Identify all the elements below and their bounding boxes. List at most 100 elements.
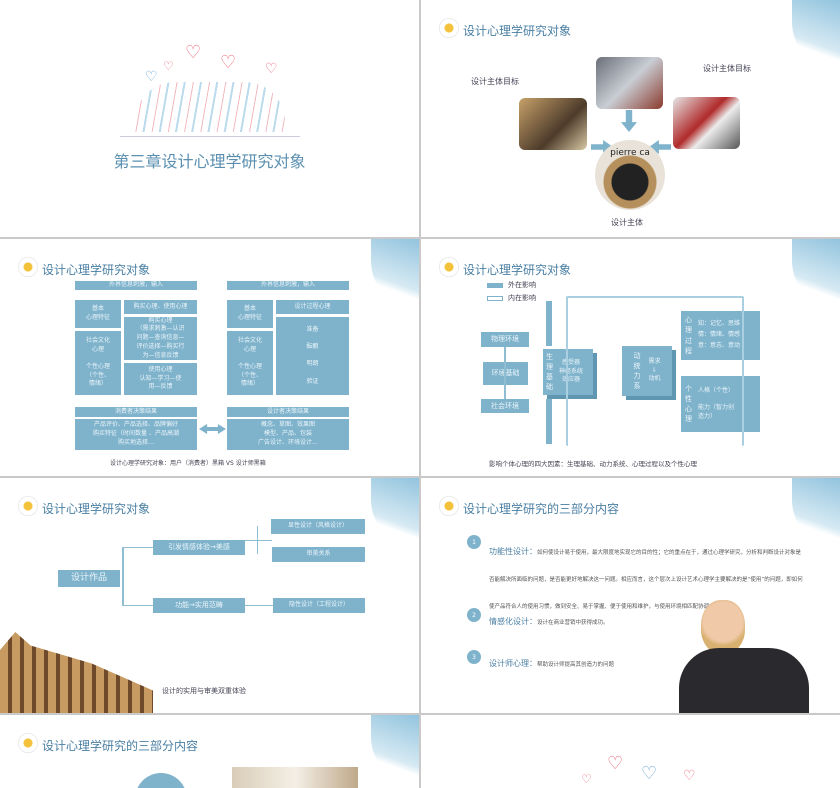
- heart-icon: ♡: [265, 61, 278, 77]
- daisy-icon: [18, 257, 38, 277]
- down-arrow-icon: ⇩: [651, 366, 657, 374]
- daisy-icon: [18, 733, 38, 753]
- arrow-down: [621, 110, 637, 132]
- number-badge: 2: [467, 608, 481, 622]
- node-aesthetic: 审美关系: [272, 547, 365, 562]
- number-badge: 1: [467, 535, 481, 549]
- box-consumer-output: 产品评价、产品选择、品牌偏好 购买特征（时间数量 、产品高潮 购买地选择…: [75, 419, 197, 450]
- item-body: 设计在商业营销中获得成功。: [537, 620, 609, 626]
- box-input: 外界信息刺激，输入: [75, 281, 197, 290]
- slide-7[interactable]: 设计心理学研究的三部分内容: [0, 715, 419, 788]
- caption: 影响个体心理的四大因素：生理基础、动力系统、心理过程以及个性心理: [489, 460, 697, 468]
- daisy-icon: [439, 18, 459, 38]
- photo-shopping: [519, 98, 587, 150]
- daisy-icon: [439, 496, 459, 516]
- heart-icon: ♡: [185, 42, 202, 63]
- daisy-icon: [18, 496, 38, 516]
- box-basic: 基本 心理特征: [75, 300, 121, 328]
- item-body: 如何使设计易于使用，最大限度地实现它的目的性；它的重点在于，通过心理学研究，分析…: [489, 550, 803, 611]
- slide-2[interactable]: 设计心理学研究对象 设计主体目标 设计主体目标 pierre ca 设计主体: [421, 0, 840, 237]
- caption: 设计的实用与审美双重体验: [162, 687, 246, 695]
- caption: 设计心理学研究对象：用户（消费者）黑箱 VS 设计师黑箱: [110, 460, 266, 467]
- slide-4[interactable]: 设计心理学研究对象 外在影响 内在影响 物理环境 环境基础 社会环境 生 理 基…: [421, 239, 840, 476]
- slide-title: 设计心理学研究对象: [463, 263, 572, 277]
- slide-title: 第三章设计心理学研究对象: [113, 152, 306, 171]
- box-physiological: 生 理 基 础 感受器 神经系统 效应器: [543, 349, 593, 395]
- item-body: 帮助设计师提高其创造力的问题: [537, 662, 615, 668]
- connector: [122, 547, 153, 548]
- loop-connector: [566, 296, 744, 446]
- photo-car-driver: [596, 57, 663, 109]
- divider: [120, 136, 300, 137]
- slide-1[interactable]: ♡ ♡ ♡ ♡ ♡ 第三章设计心理学研究对象: [0, 0, 419, 237]
- label: 动 统 力 系: [633, 351, 641, 391]
- box-buy-use: 购买心理、使用心理: [124, 300, 197, 314]
- connector: [245, 540, 272, 541]
- need: 需求: [648, 357, 661, 365]
- content-item: 功能性设计：如何使设计易于使用，最大限度地实现它的目的性；它的重点在于，通过心理…: [489, 535, 804, 617]
- box-designer-result: 设计者决策结果: [227, 407, 349, 417]
- box-power-system: 动 统 力 系 需求⇩动机: [622, 346, 672, 396]
- slide-title: 设计心理学研究对象: [42, 263, 151, 277]
- slide-6[interactable]: 设计心理学研究的三部分内容 1 功能性设计：如何使设计易于使用，最大限度地实现它…: [421, 478, 840, 713]
- need-motive: 需求⇩动机: [648, 358, 660, 384]
- label-target-right: 设计主体目标: [703, 64, 751, 73]
- box-designer-output: 概念、草图、效果图 模型、产品、包装 广告设计、环境设计…: [227, 419, 349, 450]
- box-social-env: 社会环境: [481, 399, 529, 413]
- box-social: 社会文化 心理 个性心理 （个性、 情绪）: [227, 331, 273, 395]
- items: 人格（个性） 能力（智力创 造力）: [698, 386, 735, 420]
- content-item: 情感化设计：设计在商业营销中获得成功。: [489, 609, 609, 628]
- box-stages: 准备 酝酿 明朗 验证: [276, 317, 349, 395]
- label: 个 性 心 理: [685, 384, 692, 424]
- hollow-arrow-icon: [487, 296, 503, 301]
- slide-title: 设计心理学研究的三部分内容: [42, 739, 199, 753]
- node-emotion: 引发情感体验→美感: [153, 540, 245, 555]
- connector: [504, 347, 506, 399]
- label: 生 理 基 础: [546, 352, 553, 392]
- heart-icon: ♡: [145, 69, 158, 85]
- label: 心 理 过 程: [685, 316, 692, 355]
- hands-hearts-illustration: ♡ ♡ ♡ ♡ ♡: [125, 42, 295, 134]
- hands-drawing: [135, 82, 285, 132]
- box-physical-env: 物理环境: [481, 332, 529, 347]
- feather-decoration: [792, 0, 840, 70]
- slide-title: 设计心理学研究对象: [463, 24, 572, 38]
- slide-8[interactable]: ♡ ♡ ♡ ♡: [421, 715, 840, 788]
- box-use: 使用心理 认知—学习—使 用—反馈: [124, 363, 197, 395]
- motive: 动机: [648, 375, 661, 383]
- photo-kitchen: [673, 97, 740, 149]
- colosseum-image: [0, 632, 153, 713]
- item-heading: 情感化设计：: [489, 617, 537, 626]
- box-basic: 基本 心理特征: [227, 300, 273, 328]
- items: 知：记忆、思维 情：情绪、情感 意：意志、意动: [698, 320, 741, 349]
- feather-decoration: [371, 715, 419, 785]
- content-item: 设计师心理：帮助设计师提高其创造力的问题: [489, 651, 614, 670]
- label-target-left: 设计主体目标: [471, 77, 519, 86]
- vertical-arrow: [546, 301, 552, 346]
- node-function: 功能→实用范畴: [153, 598, 245, 613]
- legend-internal: 内在影响: [508, 294, 536, 302]
- thinking-man-photo: [679, 600, 809, 713]
- item-heading: 功能性设计：: [489, 547, 537, 556]
- box-buy: 购买心理 （需求刺激—认识 问题—查询信息— 评价选择—购买行 为—信息反馈: [124, 317, 197, 360]
- photo-designer-circle: pierre ca: [595, 140, 665, 210]
- legend-external: 外在影响: [508, 281, 536, 289]
- connector: [122, 547, 124, 605]
- vertical-arrow: [546, 399, 552, 444]
- double-arrow-icon: [199, 424, 226, 434]
- circle-decoration: [135, 773, 187, 788]
- box-psych-process: 心 理 过 程 知：记忆、思维 情：情绪、情感 意：意志、意动: [681, 311, 760, 360]
- sign-text: pierre ca: [610, 148, 650, 158]
- number-badge: 3: [467, 650, 481, 664]
- slide-title: 设计心理学研究对象: [42, 502, 151, 516]
- heart-icon: ♡: [581, 772, 592, 786]
- box-design-process: 设计过程心理: [276, 300, 349, 314]
- slide-5[interactable]: 设计心理学研究对象 设计作品 引发情感体验→美感 功能→实用范畴 显性设计（风格…: [0, 478, 419, 713]
- box-input: 外界信息刺激，输入: [227, 281, 349, 290]
- heart-icon: ♡: [641, 763, 658, 784]
- node-implicit-design: 隐性设计（工程设计）: [273, 598, 365, 613]
- heart-icon: ♡: [163, 59, 174, 73]
- items: 感受器 神经系统 效应器: [559, 358, 584, 384]
- box-personality: 个 性 心 理 人格（个性） 能力（智力创 造力）: [681, 376, 760, 432]
- slide-3[interactable]: 设计心理学研究对象 外界信息刺激，输入 基本 心理特征 社会文化 心理 个性心理…: [0, 239, 419, 476]
